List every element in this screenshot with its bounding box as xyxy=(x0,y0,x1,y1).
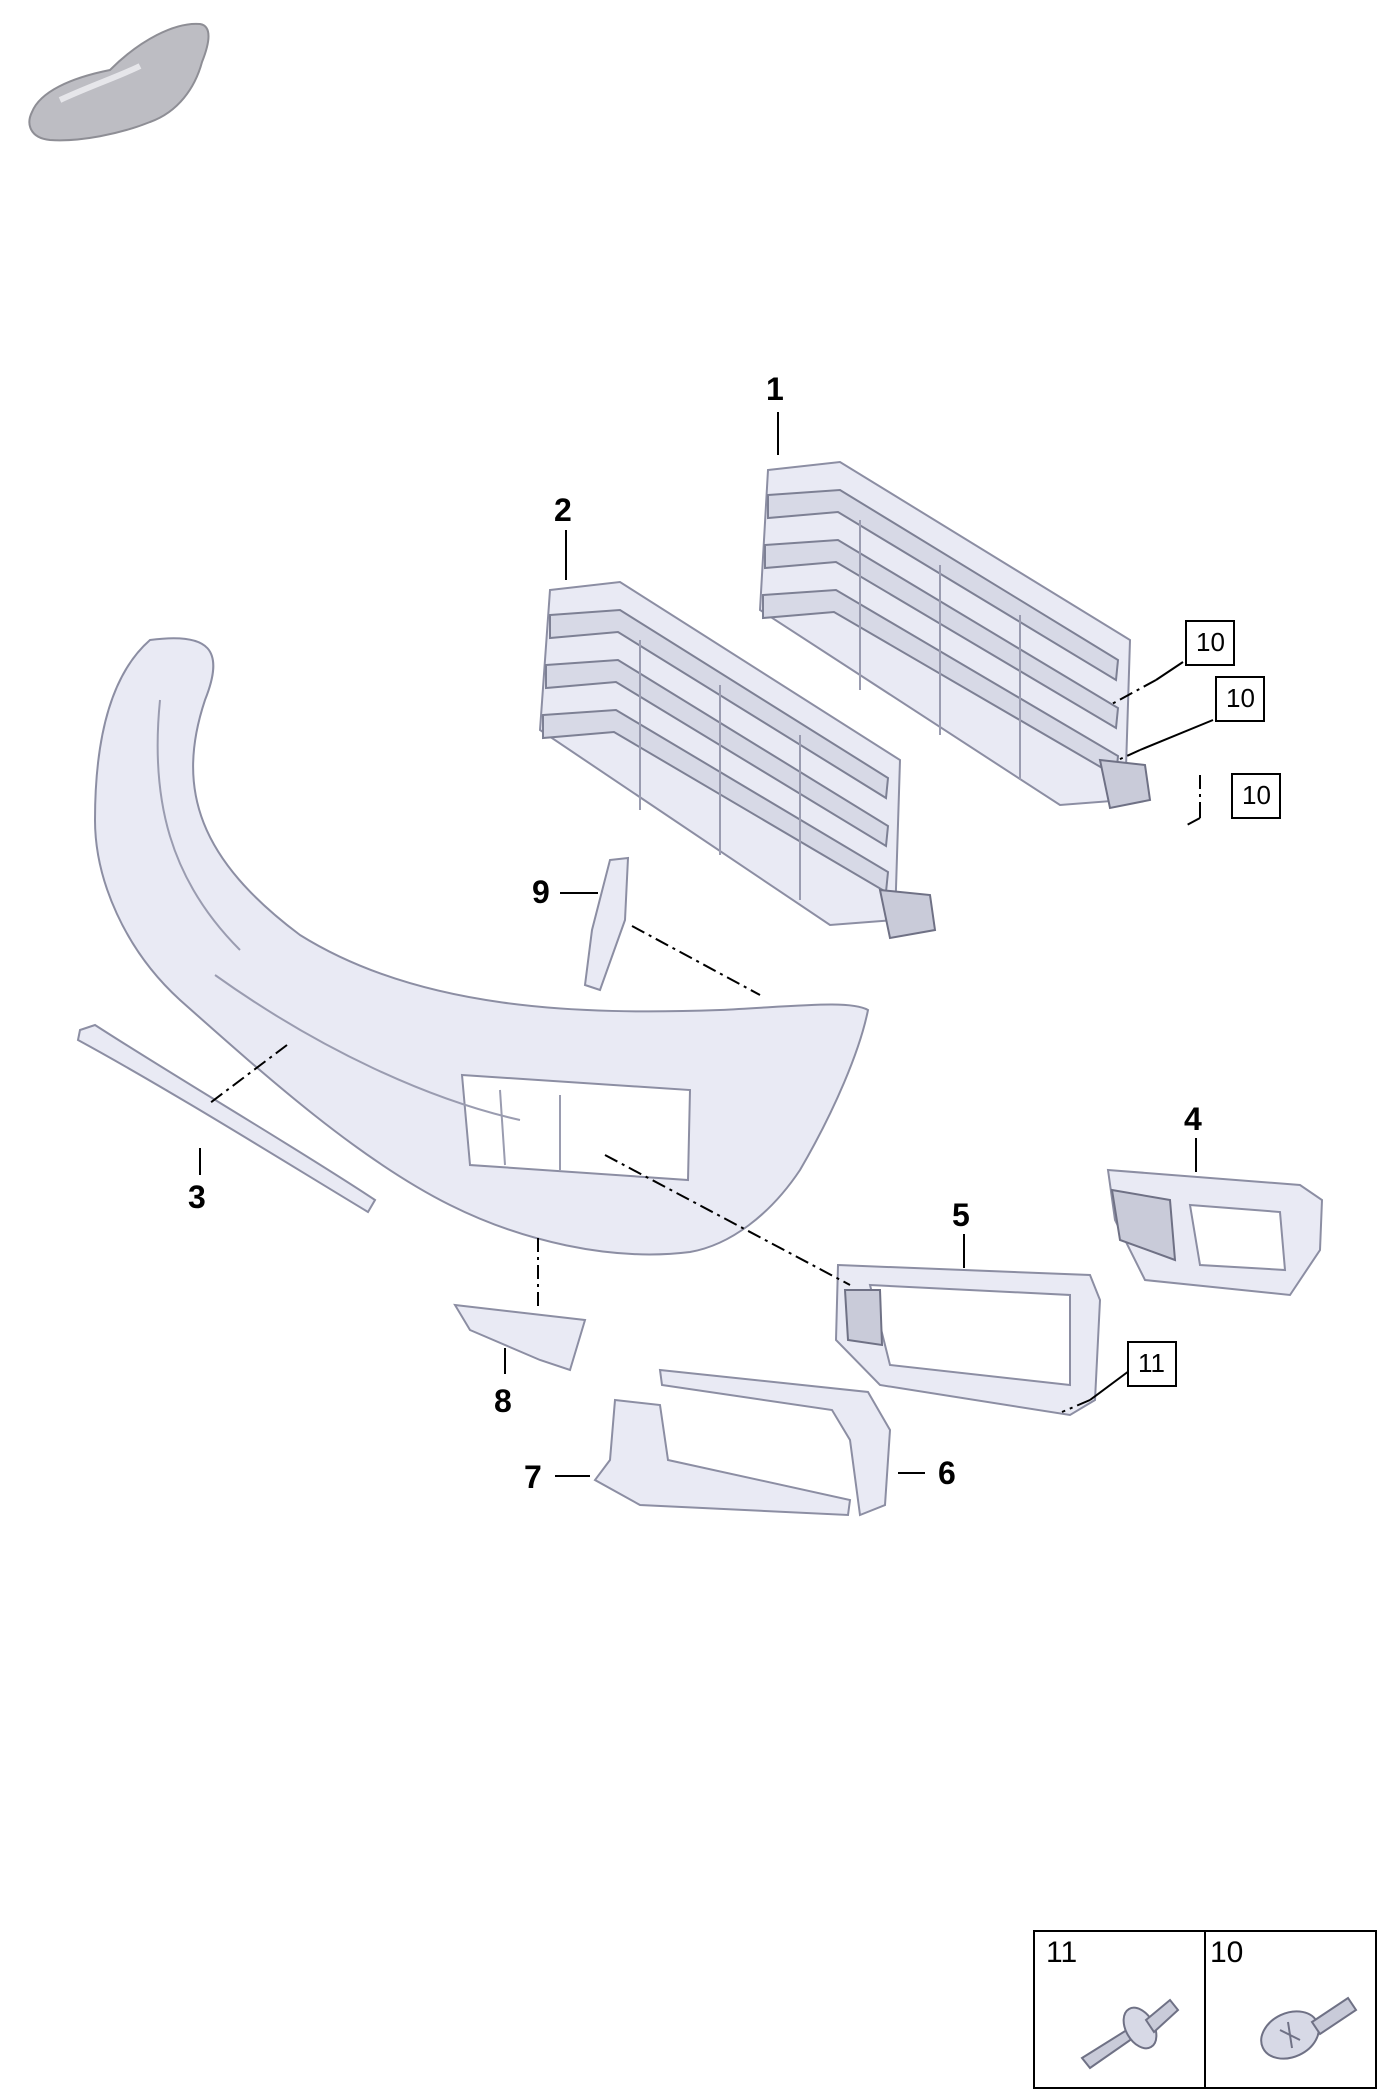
part-5-bracket-frame xyxy=(834,1263,1102,1417)
callout-9: 9 xyxy=(532,874,550,910)
leader-lines xyxy=(199,412,1214,1477)
front-bumper-cover xyxy=(93,637,870,1256)
callout-6: 6 xyxy=(938,1455,956,1491)
callout-2: 2 xyxy=(554,492,572,528)
part-8-bracket xyxy=(453,1303,587,1372)
callout-4: 4 xyxy=(1184,1101,1202,1137)
box-10-a-label: 10 xyxy=(1196,627,1225,657)
part-3-trim-strip xyxy=(76,1023,377,1214)
callout-labels: 1 2 3 4 5 6 7 8 9 xyxy=(188,371,1202,1495)
callout-5: 5 xyxy=(952,1197,970,1233)
callout-8: 8 xyxy=(494,1383,512,1419)
box-10-c-label: 10 xyxy=(1242,780,1271,810)
part-9-bracket xyxy=(583,856,630,992)
fastener-legend: 11 10 xyxy=(1033,1930,1377,2089)
callout-3: 3 xyxy=(188,1179,206,1215)
legend-label-10: 10 xyxy=(1210,1936,1243,1969)
screw-icon xyxy=(1260,1996,1358,2060)
box-10-c xyxy=(1231,773,1281,819)
part-1-grille-upper xyxy=(758,460,1152,810)
boxed-callouts: 10 10 10 11 xyxy=(1127,620,1281,1387)
push-rivet-icon xyxy=(1080,1998,1180,2070)
part-4-air-duct xyxy=(1106,1168,1324,1297)
box-10-b-label: 10 xyxy=(1226,683,1255,713)
part-2-grille-lower xyxy=(538,580,937,940)
part-7-side-cover xyxy=(593,1398,852,1517)
box-11-label: 11 xyxy=(1138,1348,1165,1378)
callout-7: 7 xyxy=(524,1459,542,1495)
box-10-a xyxy=(1185,620,1235,666)
legend-label-11: 11 xyxy=(1046,1936,1077,1969)
box-11 xyxy=(1127,1341,1177,1387)
vehicle-thumbnail xyxy=(28,22,210,142)
part-6-trim-frame xyxy=(658,1368,892,1517)
callout-1: 1 xyxy=(766,371,784,407)
box-10-b xyxy=(1215,676,1265,722)
